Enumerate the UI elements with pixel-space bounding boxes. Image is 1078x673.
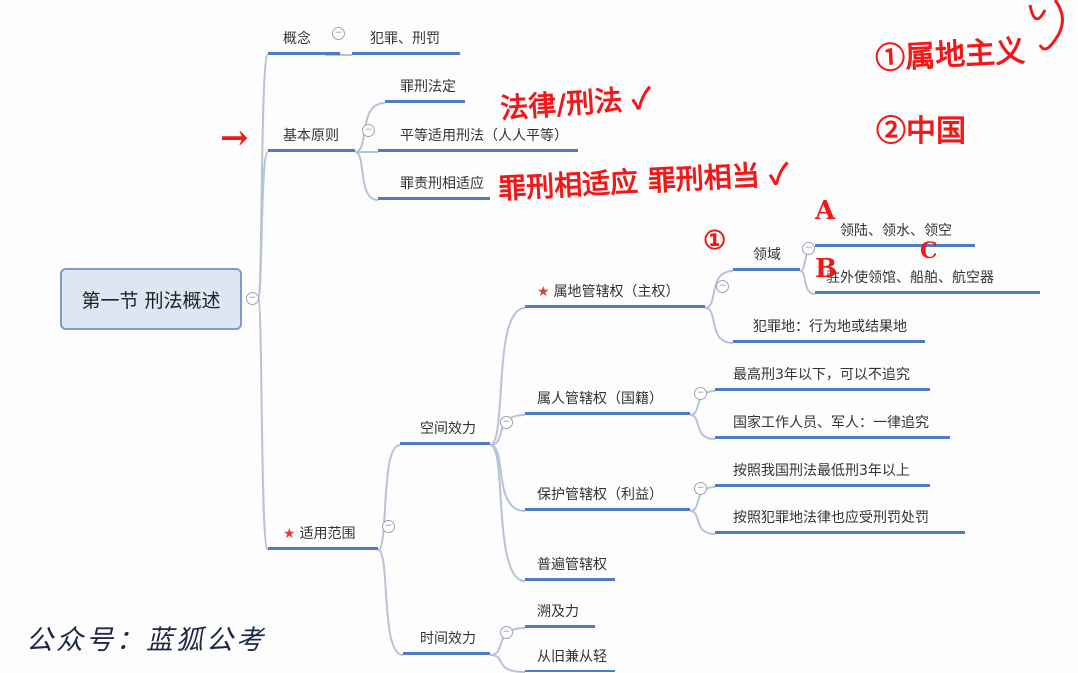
connector-line [689,510,716,535]
node-time-effect[interactable]: 时间效力 [403,628,490,655]
connector-line [489,444,526,512]
node-crime-place[interactable]: 犯罪地：行为地或结果地 [733,316,925,343]
collapse-icon[interactable]: − [500,416,513,429]
connector-line [257,297,269,551]
node-lenient[interactable]: 从旧兼从轻 [525,646,615,672]
star-icon: ★ [537,284,550,300]
node-space-effect[interactable]: 空间效力 [400,418,490,445]
connector-line [489,627,526,656]
connector-line [689,390,716,416]
connector-line [489,307,526,446]
watermark: 公众号：蓝狐公考 [26,625,266,656]
connector-line [689,486,716,512]
scope-label: 适用范围 [299,526,356,542]
root-label: 第一节 刑法概述 [81,289,221,312]
collapse-icon[interactable]: − [382,520,395,533]
annotation-b: B [815,254,837,284]
node-principle-legality[interactable]: 罪刑法定 [385,76,465,103]
node-personal[interactable]: 属人管辖权（国籍） [525,388,690,415]
connector-line [799,270,816,295]
node-land-water-air[interactable]: 领陆、领水、领空 [815,220,975,247]
connector-line [354,151,379,201]
node-scope[interactable]: ★适用范围 [268,523,378,550]
collapse-icon[interactable]: − [694,482,707,495]
node-protective[interactable]: 保护管辖权（利益） [525,484,690,511]
star-icon: ★ [283,526,296,542]
collapse-icon[interactable]: − [802,242,815,255]
collapse-icon[interactable]: − [362,124,375,137]
connector-line [704,307,734,344]
node-personal-1[interactable]: 最高刑3年以下，可以不追究 [715,364,930,391]
connector-line [489,414,526,446]
annotation-a: A [815,196,836,226]
node-principles[interactable]: 基本原则 [268,125,355,152]
node-protective-2[interactable]: 按照犯罪地法律也应受刑罚处罚 [715,507,965,534]
node-domain[interactable]: 领域 [733,244,800,271]
node-embassies-ships-aircraft[interactable]: 驻外使领馆、船舶、航空器 [815,267,1040,294]
collapse-icon[interactable]: − [246,292,259,305]
connector-line [377,549,404,656]
connector-line [489,444,526,582]
connector-line [377,444,401,551]
node-principle-proportion[interactable]: 罪责刑相适应 [378,173,490,200]
node-retroactivity[interactable]: 溯及力 [525,601,595,628]
collapse-icon[interactable]: − [332,27,345,40]
collapse-icon[interactable]: − [716,280,729,293]
connector-line [489,654,526,673]
node-universal[interactable]: 普遍管辖权 [525,554,615,581]
annotation-arrow: → [220,118,249,158]
node-territorial[interactable]: ★属地管辖权（主权） [525,281,705,308]
node-protective-1[interactable]: 按照我国刑法最低刑3年以上 [715,460,930,487]
connector-line [689,414,716,440]
node-concept[interactable]: 概念 [268,28,340,55]
annotation-circle-1: ① [703,226,727,256]
connector-line [704,270,734,309]
node-crime-punishment[interactable]: 犯罪、刑罚 [352,28,460,55]
collapse-icon[interactable]: − [694,387,707,400]
annotation-c: C [920,238,938,264]
annotation-principle-2: ②中国 [876,114,966,149]
annotation-principle-1: ①属地主义 [874,34,1026,77]
node-personal-2[interactable]: 国家工作人员、军人：一律追究 [715,412,950,439]
annotation-scribble [1028,0,1064,51]
territorial-label: 属地管辖权（主权） [553,284,680,300]
connector-line [257,151,269,299]
node-principle-equality[interactable]: 平等适用刑法（人人平等） [378,125,578,152]
root-node[interactable]: 第一节 刑法概述 [60,268,242,330]
collapse-icon[interactable]: − [500,626,513,639]
